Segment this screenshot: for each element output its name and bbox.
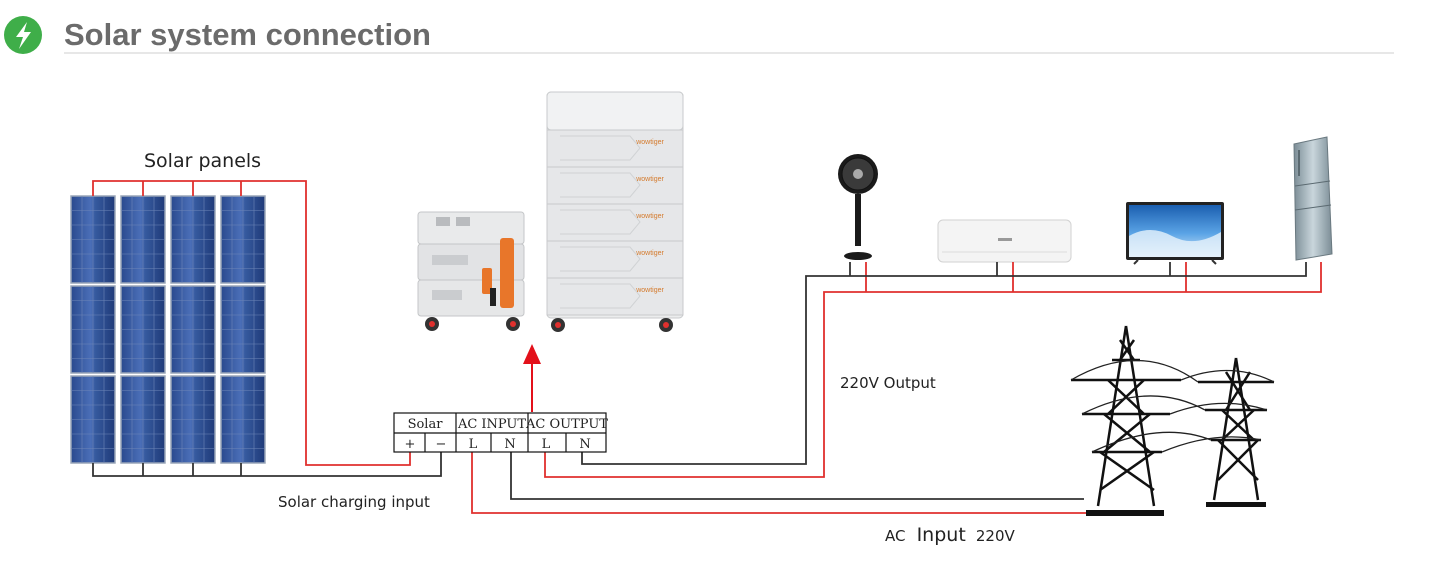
battery-brand-label: wowtiger bbox=[635, 250, 664, 257]
wiring bbox=[92, 180, 1322, 514]
ac-output-live-wire bbox=[544, 262, 1322, 478]
header: Solar system connection bbox=[4, 16, 1394, 54]
output-220v-label: 220V Output bbox=[840, 374, 936, 392]
solar-panel bbox=[170, 195, 216, 284]
solar-positive-wire bbox=[92, 180, 411, 466]
ac-input-word: Input bbox=[917, 524, 966, 546]
terminal-block: Solar AC INPUT AC OUTPUT + − L N L N bbox=[393, 412, 608, 453]
refrigerator-appliance bbox=[1293, 136, 1333, 261]
solar-panel bbox=[220, 375, 266, 464]
battery-brand-label: wowtiger bbox=[635, 213, 664, 220]
battery-brand-label: wowtiger bbox=[635, 176, 664, 183]
page-title: Solar system connection bbox=[64, 17, 431, 52]
ac-input-live-wire bbox=[471, 452, 1086, 514]
terminal-group-ac-input: AC INPUT bbox=[457, 417, 526, 432]
air-conditioner-appliance bbox=[937, 219, 1072, 263]
ac-input-prefix: AC bbox=[885, 527, 905, 545]
terminal-group-solar: Solar bbox=[408, 417, 444, 432]
solar-panel bbox=[120, 195, 166, 284]
tv-appliance bbox=[1126, 202, 1224, 265]
solar-panel bbox=[70, 285, 116, 374]
terminal-solar-positive: + bbox=[405, 437, 416, 452]
solar-panel bbox=[220, 285, 266, 374]
ac-input-voltage: 220V bbox=[976, 527, 1016, 545]
charge-arrow bbox=[523, 344, 541, 412]
ac-input-220v-label: AC Input 220V bbox=[885, 524, 1016, 546]
battery-brand-label: wowtiger bbox=[635, 139, 664, 146]
solar-panel bbox=[220, 195, 266, 284]
fan-appliance bbox=[838, 154, 878, 260]
terminal-ac-input-live: L bbox=[469, 437, 478, 452]
battery-pack-small bbox=[417, 211, 525, 331]
terminal-ac-input-neutral: N bbox=[504, 437, 515, 452]
terminal-ac-output-live: L bbox=[542, 437, 551, 452]
solar-panel bbox=[170, 375, 216, 464]
ac-input-neutral-wire bbox=[510, 452, 1084, 500]
power-transmission-tower-large bbox=[1071, 325, 1181, 516]
lightning-bolt-glyph bbox=[16, 22, 31, 49]
solar-panels-label: Solar panels bbox=[144, 150, 261, 172]
ac-output-neutral-wire bbox=[581, 262, 1307, 465]
solar-panel-array bbox=[70, 195, 266, 464]
solar-panel bbox=[120, 285, 166, 374]
solar-panel bbox=[70, 375, 116, 464]
solar-charging-input-label: Solar charging input bbox=[278, 493, 430, 511]
terminal-solar-negative: − bbox=[436, 437, 447, 452]
solar-panel bbox=[120, 375, 166, 464]
power-transmission-tower-small bbox=[1198, 357, 1274, 507]
solar-negative-wire bbox=[92, 452, 442, 477]
terminal-ac-output-neutral: N bbox=[579, 437, 590, 452]
battery-pack-tall: wowtiger wowtiger wowtiger wowtiger wowtiger bbox=[546, 91, 684, 332]
solar-panel bbox=[70, 195, 116, 284]
solar-panel bbox=[170, 285, 216, 374]
power-line-cables bbox=[1070, 359, 1275, 453]
terminal-group-ac-output: AC OUTPUT bbox=[525, 417, 608, 432]
battery-brand-label: wowtiger bbox=[635, 287, 664, 294]
